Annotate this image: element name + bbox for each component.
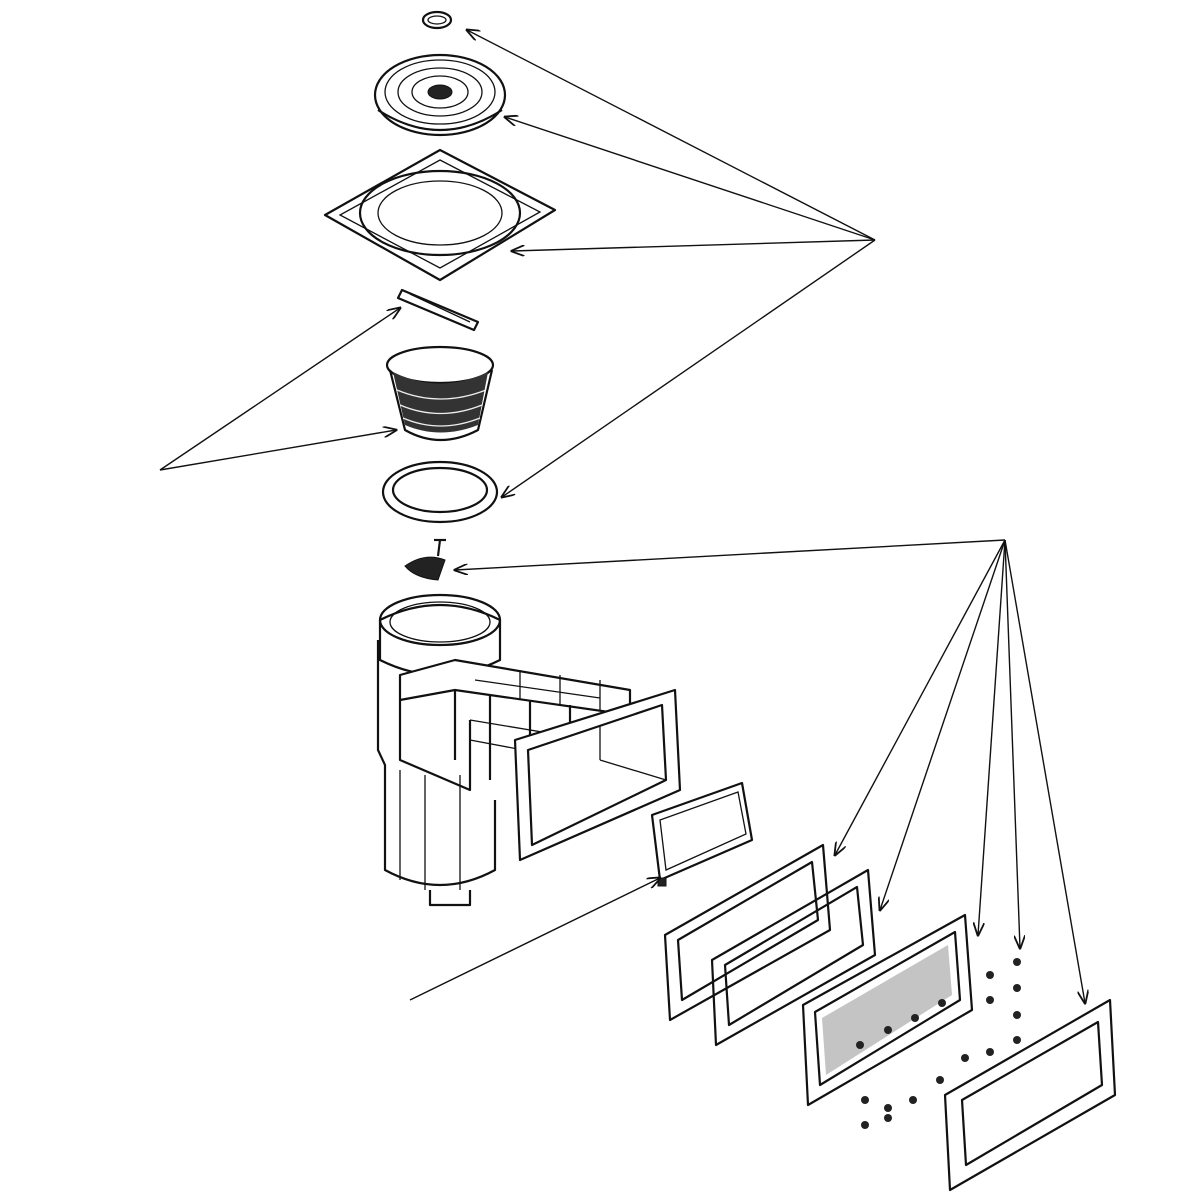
basket-part xyxy=(385,345,495,441)
gasket-front-part xyxy=(663,843,832,1022)
gasket-rear-part xyxy=(710,868,877,1047)
basket-ring-part xyxy=(381,460,499,524)
leader-lines xyxy=(159,30,1085,1003)
flap-valve-part xyxy=(404,538,446,581)
skimmer-lid-part xyxy=(373,53,507,137)
o-ring-part xyxy=(421,10,453,30)
weir-bar-part xyxy=(396,288,480,332)
face-plate-cover-part xyxy=(943,998,1117,1192)
screws-part xyxy=(856,958,1021,1129)
weir-door-part xyxy=(650,781,754,887)
face-plate-frame-part xyxy=(801,913,974,1107)
skimmer-body-part xyxy=(376,593,682,907)
deck-collar-part xyxy=(323,148,557,282)
